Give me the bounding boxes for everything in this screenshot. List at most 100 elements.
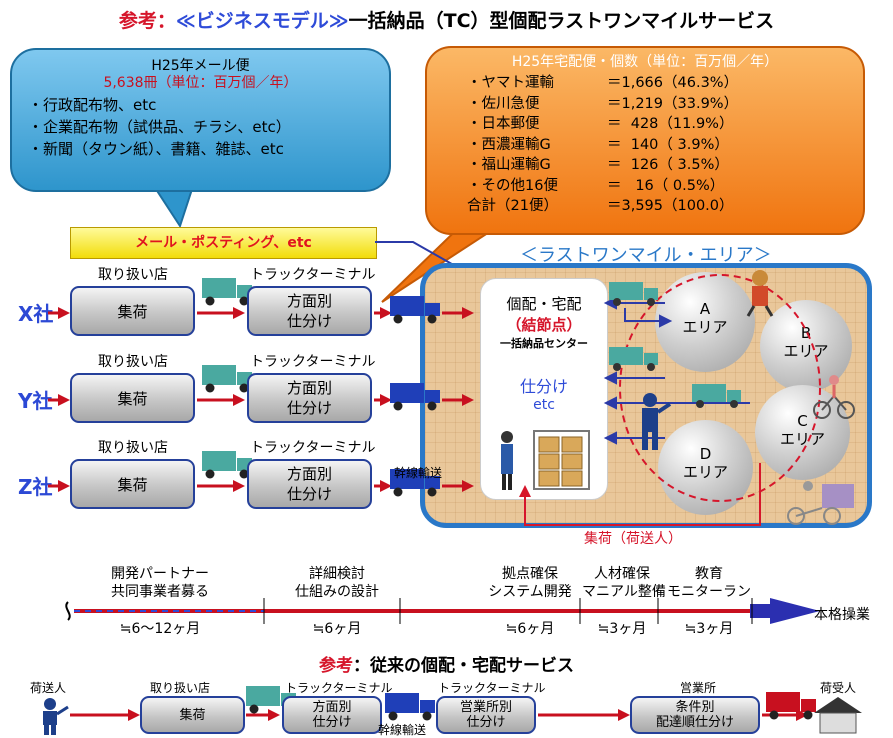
parcel-value: ＝ 16（ 0.5%） <box>607 177 725 194</box>
conv-sort1-box-text: 方面別 仕分け <box>312 700 352 730</box>
full-operation-label: 本格操業 <box>814 607 870 623</box>
sender-label: 荷送人 <box>30 681 67 695</box>
truck-icon <box>609 347 658 371</box>
collect-box: 集荷 <box>70 373 195 423</box>
conv-collect-box: 集荷 <box>140 696 245 734</box>
area-a-label: A エリア <box>682 300 728 336</box>
conv-arrow <box>538 709 630 721</box>
terminal-label: トラックターミナル <box>250 354 376 370</box>
bicycle-courier-icon <box>813 375 855 419</box>
title-model: ≪ビジネスモデル≫ <box>175 10 349 32</box>
conventional-title-text: ：従来の個配・宅配サービス <box>353 656 574 676</box>
center-etc: etc <box>533 397 555 413</box>
parcel-value: ＝1,666（46.3%） <box>607 75 739 91</box>
parcel-value: ＝ 126（ 3.5%） <box>607 157 729 173</box>
parcel-value: ＝ 428（11.9%） <box>607 116 734 132</box>
mail-posting-banner: メール・ポスティング、etc <box>70 227 377 259</box>
parcel-row: ・西濃運輸G ＝ 140（ 3.9%） <box>467 135 863 156</box>
conv-arrow <box>70 709 140 721</box>
conv-sort3-box-text: 条件別 配達順仕分け <box>655 700 734 730</box>
area-b-label: B エリア <box>783 324 829 360</box>
area-title: ＜ラストワンマイル・エリア＞ <box>520 245 772 266</box>
timeline-step-label: 開発パートナー 共同事業者募る <box>111 566 209 600</box>
parcel-company: ・ヤマト運輸 <box>467 75 554 91</box>
sort-box: 方面別 仕分け <box>247 373 372 423</box>
worker-with-boxes-icon <box>501 430 590 490</box>
center-title: 個配・宅配 <box>506 295 582 313</box>
trunk-transport-label: 幹線輸送 <box>394 466 443 480</box>
company-name: Y社 <box>18 389 53 413</box>
conv-office-label: 営業所 <box>680 681 717 695</box>
parcel-row: ・佐川急便＝1,219（33.9%） <box>467 94 863 115</box>
mail-item: ・企業配布物（試供品、チラシ、etc） <box>28 118 291 136</box>
sender-person-icon <box>43 698 69 735</box>
collect-to-terminal-arrow <box>197 307 245 319</box>
mail-item: ・行政配布物、etc <box>28 96 157 114</box>
house-icon <box>814 697 862 734</box>
parcel-heading: H25年宅配便・個数（単位：百万個／年） <box>511 54 779 70</box>
title-rest: 一括納品（TC）型個配ラストワンマイルサービス <box>348 10 775 32</box>
courier-runner-icon <box>746 270 774 317</box>
conv-sort1-box: 方面別 仕分け <box>282 696 382 734</box>
truck-icon <box>766 692 816 720</box>
trunk-truck-icon <box>385 693 435 721</box>
center-sort: 仕分け <box>519 377 568 396</box>
cargo-bike-icon <box>787 481 854 525</box>
sort-text: 方面別 仕分け <box>286 465 332 503</box>
conventional-title: 参考：従来の個配・宅配サービス <box>0 651 893 676</box>
consolidation-center: 個配・宅配 （結節点） 一括納品センター 仕分け etc <box>480 278 608 500</box>
mail-banner-text: メール・ポスティング、etc <box>135 235 312 251</box>
parcel-row: ・その他16便 ＝ 16（ 0.5%） <box>467 176 863 197</box>
sort-text: 方面別 仕分け <box>286 379 332 417</box>
mail-item: ・新聞（タウン紙）、書籍、雑誌、etc <box>28 140 284 158</box>
parcel-company: 合計（21便） <box>467 198 558 214</box>
delivery-routes <box>519 274 821 526</box>
center-subtitle: 一括納品センター <box>500 337 588 350</box>
timeline-step-label: 教育 モニターラン <box>667 566 751 600</box>
company-name: X社 <box>18 302 54 326</box>
truck-icon <box>202 451 252 479</box>
to-center-arrow <box>442 394 474 406</box>
timeline-step-label: 詳細検討 仕組みの設計 <box>295 566 379 600</box>
conv-store-label: 取り扱い店 <box>150 681 211 695</box>
conv-collect-box-text: 集荷 <box>179 707 206 723</box>
receiver-label: 荷受人 <box>820 681 857 695</box>
title-prefix: 参考： <box>118 10 176 32</box>
collect-to-terminal-arrow <box>197 394 245 406</box>
sort-text: 方面別 仕分け <box>286 292 332 330</box>
parcel-row: ・日本郵便＝ 428（11.9%） <box>467 114 863 135</box>
collect-text: 集荷 <box>117 475 148 494</box>
truck-icon <box>609 282 658 306</box>
conventional-prefix: 参考 <box>319 656 353 676</box>
parcel-row: 合計（21便）＝3,595（100.0） <box>467 196 863 217</box>
terminal-label: トラックターミナル <box>250 440 376 456</box>
delivery-person-icon <box>642 393 672 450</box>
parcel-row: ・福山運輸G ＝ 126（ 3.5%） <box>467 155 863 176</box>
parcel-company: ・福山運輸G <box>467 157 551 173</box>
timeline-duration: ≒3ヶ月 <box>597 621 647 637</box>
conv-sort2-box-text: 営業所別 仕分け <box>459 700 512 730</box>
timeline-duration: ≒6ヶ月 <box>312 621 362 637</box>
timeline-duration: ≒6～12ヶ月 <box>119 621 201 637</box>
area-c-label: C エリア <box>779 412 825 448</box>
timeline-duration: ≒3ヶ月 <box>684 621 734 637</box>
mail-amount: 5,638冊（単位：百万個／年） <box>103 75 298 91</box>
parcel-company: ・その他16便 <box>467 177 558 194</box>
parcel-value: ＝ 140（ 3.9%） <box>607 136 729 153</box>
terminal-arrow <box>374 307 392 319</box>
terminal-arrow <box>374 394 392 406</box>
pickup-label: 集荷（荷送人） <box>584 531 682 547</box>
store-label: 取り扱い店 <box>98 354 168 370</box>
parcel-company: ・西濃運輸G <box>467 136 551 153</box>
company-arrow <box>48 307 70 319</box>
conv-arrow <box>246 709 280 721</box>
parcel-company: ・佐川急便 <box>467 95 540 112</box>
terminal-arrow <box>374 480 392 492</box>
timeline-step-label: 人材確保 マニアル整備 <box>582 566 666 600</box>
collect-box: 集荷 <box>70 286 195 336</box>
collect-to-terminal-arrow <box>197 480 245 492</box>
conv-sort3-box: 条件別 配達順仕分け <box>630 696 760 734</box>
conv-sort2-box: 営業所別 仕分け <box>436 696 536 734</box>
timeline-step-label: 拠点確保 システム開発 <box>488 566 572 600</box>
trunk-truck-icon <box>390 296 440 324</box>
